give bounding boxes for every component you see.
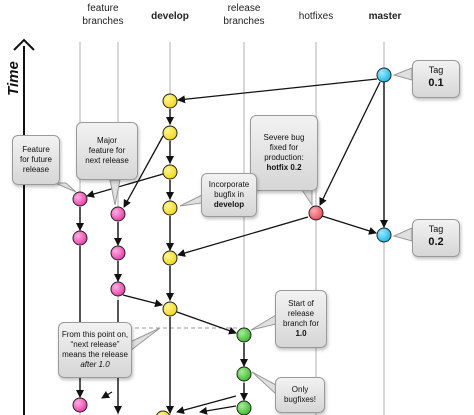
pointer-from-this-point bbox=[129, 327, 161, 353]
header-develop: develop bbox=[151, 11, 189, 22]
commit-release-3 bbox=[236, 400, 252, 415]
commit-develop-2 bbox=[162, 125, 178, 141]
arrow-hotfix-to-master bbox=[321, 215, 377, 235]
arrow-feature2-side bbox=[101, 390, 113, 399]
pointer-tag-0-2 bbox=[392, 227, 413, 242]
note-only-bugfixes-line-2: bugfixes! bbox=[283, 395, 317, 404]
header-hotfixes: hotfixes bbox=[298, 11, 334, 22]
header-master: master bbox=[368, 11, 402, 22]
arrow-hotfix-to-develop bbox=[177, 216, 309, 257]
commit-master-tag-0-2 bbox=[376, 227, 392, 243]
tag-0-2: Tag 0.2 bbox=[412, 219, 460, 257]
commit-feature1-2 bbox=[72, 230, 88, 246]
note-from-this-point-on: From this point on, “next release” means… bbox=[58, 322, 132, 378]
header-release-branches: release branches bbox=[223, 3, 265, 27]
commit-develop-5 bbox=[162, 250, 178, 266]
commit-feature2-1 bbox=[110, 206, 126, 222]
commit-release-1 bbox=[236, 327, 252, 343]
time-axis-arrowhead bbox=[13, 38, 35, 51]
note-major-feature-line-3: next release bbox=[85, 156, 129, 165]
note-from-this-point-line-2: “next release” bbox=[70, 340, 120, 349]
note-start-release-line-3: branch for bbox=[282, 319, 320, 328]
note-incorporate-bugfix: Incorporate bugfix in develop bbox=[201, 173, 257, 217]
arrow-master-to-develop bbox=[177, 78, 378, 104]
commit-develop-1 bbox=[162, 93, 178, 109]
commit-feature2-2 bbox=[110, 245, 126, 261]
note-incorporate-line-1: Incorporate bbox=[208, 180, 250, 189]
note-start-release-line-4: 1.0 bbox=[295, 329, 307, 338]
note-major-feature: Major feature for next release bbox=[76, 122, 138, 180]
note-start-release-line-1: Start of bbox=[288, 299, 314, 308]
pointer-feature-future bbox=[54, 182, 77, 193]
note-incorporate-line-3: develop bbox=[213, 200, 245, 209]
header-feature-branches: feature branches bbox=[82, 3, 124, 27]
commit-master-tag-0-1 bbox=[376, 67, 392, 83]
pointer-major-feature bbox=[109, 179, 121, 206]
arrow-release-side bbox=[199, 405, 237, 415]
commit-develop-4 bbox=[162, 200, 178, 216]
arrow-develop-to-feature1 bbox=[86, 173, 164, 198]
tag-0-2-version: 0.2 bbox=[428, 236, 444, 248]
pointer-tag-0-1 bbox=[392, 67, 413, 81]
note-major-feature-line-1: Major bbox=[96, 136, 117, 145]
tag-0-1-label: Tag bbox=[428, 65, 444, 75]
note-from-this-point-line-4: after 1.0 bbox=[80, 360, 110, 369]
note-severe-bug-line-3: production: bbox=[264, 153, 304, 162]
note-start-of-release: Start of release branch for 1.0 bbox=[275, 290, 327, 348]
note-major-feature-line-2: feature for bbox=[88, 146, 126, 155]
note-severe-bug-line-1: Severe bug bbox=[263, 133, 305, 142]
note-severe-bug-line-4: hotfix 0.2 bbox=[266, 163, 302, 172]
commit-release-2 bbox=[236, 366, 252, 382]
commit-develop-7 bbox=[156, 410, 170, 415]
note-incorporate-line-2: bugfix in bbox=[214, 190, 244, 199]
note-from-this-point-line-1: From this point on, bbox=[61, 330, 129, 339]
arrow-feature2-to-develop bbox=[122, 294, 163, 308]
arrow-release-to-develop bbox=[176, 395, 237, 415]
arrow-develop-to-feature2 bbox=[123, 135, 164, 208]
commit-feature2-3 bbox=[110, 281, 126, 297]
commit-develop-6 bbox=[162, 301, 178, 317]
tag-0-1: Tag 0.1 bbox=[412, 60, 460, 98]
pointer-incorporate bbox=[179, 194, 203, 207]
commit-hotfix bbox=[308, 205, 324, 221]
note-only-bugfixes-line-1: Only bbox=[291, 385, 309, 394]
tag-0-2-label: Tag bbox=[428, 224, 444, 234]
pointer-severe-bug bbox=[301, 189, 313, 207]
commit-develop-3 bbox=[162, 164, 178, 180]
note-severe-bug: Severe bug fixed for production: hotfix … bbox=[250, 115, 318, 191]
note-feature-future-line-2: for future bbox=[19, 155, 52, 164]
pointer-start-release bbox=[250, 314, 277, 331]
note-from-this-point-line-3: means the release bbox=[62, 350, 128, 359]
note-severe-bug-line-2: fixed for bbox=[269, 143, 299, 152]
note-feature-future-line-3: release bbox=[22, 165, 50, 174]
time-axis-label: Time bbox=[4, 61, 22, 96]
note-feature-future-line-1: Feature bbox=[22, 145, 50, 154]
pointer-only-bugfixes bbox=[251, 371, 277, 396]
note-start-release-line-2: release bbox=[287, 309, 315, 318]
note-feature-for-future-release: Feature for future release bbox=[12, 135, 60, 185]
note-only-bugfixes: Only bugfixes! bbox=[275, 377, 325, 413]
arrow-develop-to-release bbox=[176, 311, 237, 335]
commit-feature1-1 bbox=[72, 191, 88, 207]
arrow-master-to-hotfix bbox=[319, 81, 381, 206]
commit-feature1-3 bbox=[72, 397, 88, 413]
tag-0-1-version: 0.1 bbox=[428, 77, 444, 89]
